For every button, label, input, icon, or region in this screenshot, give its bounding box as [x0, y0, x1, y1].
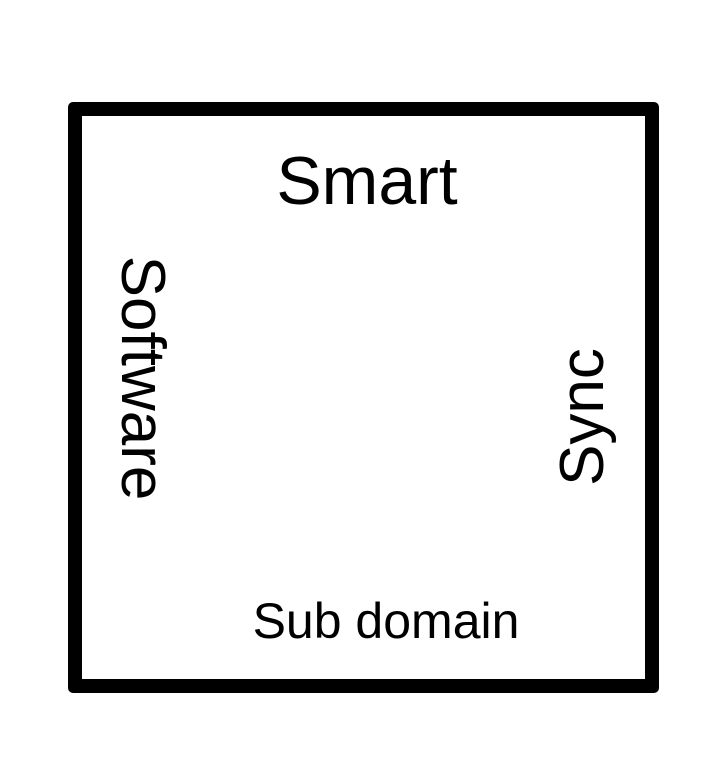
label-bottom: Sub domain	[252, 593, 520, 649]
diagram-frame	[68, 102, 659, 693]
label-left: Software	[108, 255, 177, 501]
label-right: Sync	[548, 348, 617, 486]
label-top: Smart	[276, 143, 458, 219]
